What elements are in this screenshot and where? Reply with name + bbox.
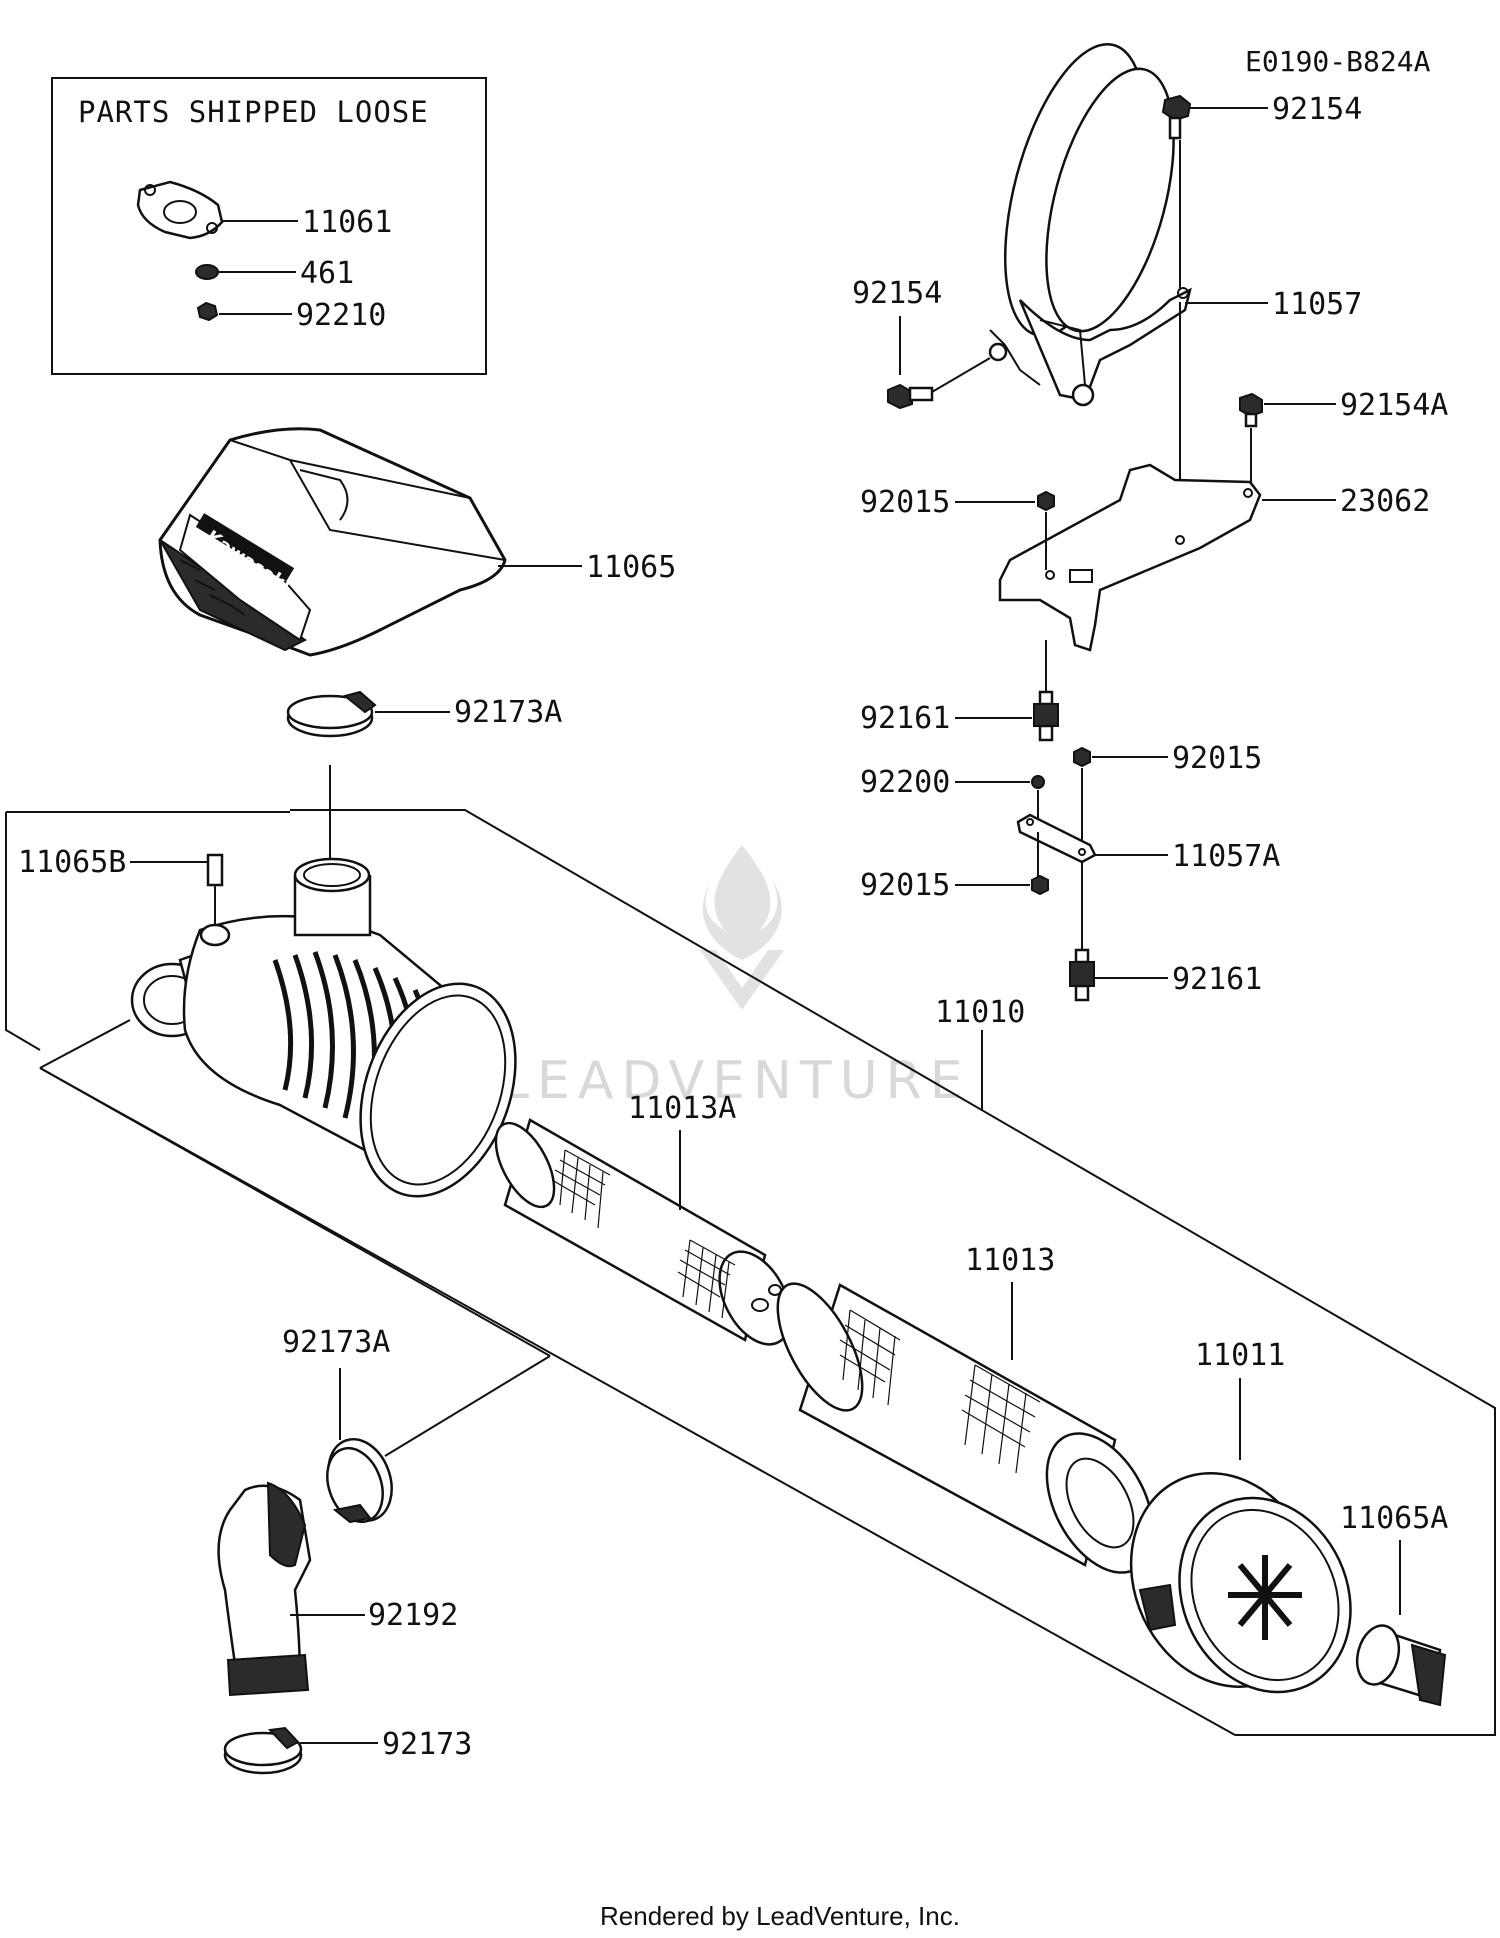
label-11010: 11010 [935, 995, 1025, 1030]
valve-11065A [1355, 1624, 1447, 1707]
air-cleaner-body-11010 [130, 857, 517, 1198]
label-92192: 92192 [368, 1598, 458, 1633]
gasket-11061 [136, 180, 224, 240]
label-11057: 11057 [1272, 287, 1362, 322]
washer-461 [195, 264, 219, 280]
label-92173A-bottom: 92173A [282, 1325, 390, 1360]
bolt-92154A [1239, 392, 1263, 428]
loose-parts-title: PARTS SHIPPED LOOSE [78, 95, 429, 129]
clamp-92173A-top [286, 690, 377, 738]
watermark: LEADVENTURE [500, 845, 971, 1111]
washer-92200 [1031, 775, 1045, 789]
label-11065B: 11065B [18, 845, 126, 880]
label-92173: 92173 [382, 1727, 472, 1762]
stud-92161-b [1069, 948, 1095, 1002]
nut-92015-a [1037, 490, 1055, 512]
label-92015-b: 92015 [1172, 741, 1262, 776]
label-92161-b: 92161 [1172, 962, 1262, 997]
clamp-92173 [223, 1726, 303, 1775]
label-92173A-top: 92173A [454, 695, 562, 730]
label-461: 461 [300, 256, 354, 291]
footer-credit: Rendered by LeadVenture, Inc. [600, 1901, 960, 1931]
inner-element-11013A [494, 1118, 792, 1346]
label-23062: 23062 [1340, 484, 1430, 519]
air-cleaner-cover-11065: Kawasaki [158, 427, 507, 657]
label-11057A: 11057A [1172, 839, 1280, 874]
label-92200: 92200 [860, 765, 950, 800]
label-11013: 11013 [965, 1243, 1055, 1278]
nut-92015-c [1031, 874, 1049, 896]
label-11011: 11011 [1195, 1338, 1285, 1373]
label-92161-a: 92161 [860, 701, 950, 736]
label-92154A: 92154A [1340, 388, 1448, 423]
label-11065: 11065 [586, 550, 676, 585]
label-92015-c: 92015 [860, 868, 950, 903]
label-11013A: 11013A [628, 1091, 736, 1126]
stud-92161-a [1033, 690, 1059, 742]
clamp-92173A-bottom [326, 1437, 393, 1524]
label-92154-left: 92154 [852, 276, 942, 311]
plug-11065B [206, 853, 224, 925]
diagram-code: E0190-B824A [1245, 45, 1431, 78]
label-11065A: 11065A [1340, 1501, 1448, 1536]
bolt-92154-left [887, 383, 934, 410]
plate-11057A [1016, 813, 1097, 864]
plate-23062 [998, 463, 1262, 652]
nut-92210 [196, 301, 219, 322]
watermark-text: LEADVENTURE [500, 1051, 971, 1111]
label-92015-a: 92015 [860, 485, 950, 520]
hose-92192 [217, 1481, 312, 1697]
nut-92015-b [1073, 746, 1091, 768]
bolt-92154-top [1161, 94, 1192, 140]
label-11061: 11061 [302, 205, 392, 240]
bracket-11057 [988, 43, 1192, 407]
outer-element-11013 [776, 1282, 1155, 1574]
assembly-outline-right [290, 809, 1496, 1736]
label-92210: 92210 [296, 298, 386, 333]
label-92154-top: 92154 [1272, 92, 1362, 127]
cap-11011 [1129, 1472, 1352, 1694]
loose-parts-box: PARTS SHIPPED LOOSE 11061 461 92210 [51, 77, 487, 375]
